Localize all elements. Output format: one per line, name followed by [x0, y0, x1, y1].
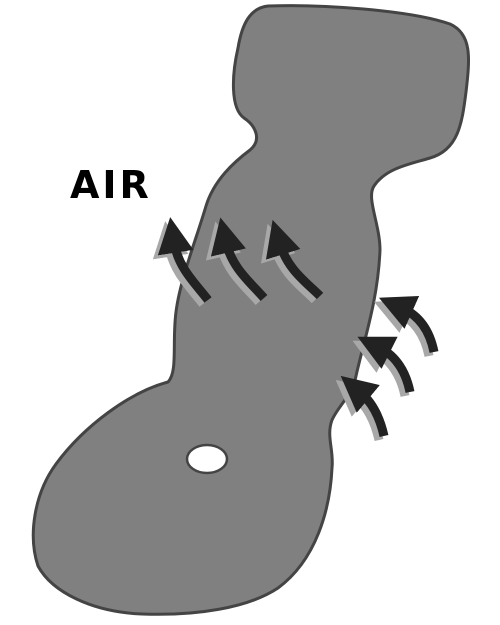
airflow-arrow-icon: [205, 217, 268, 305]
airflow-arrow-icon: [335, 375, 389, 442]
airflow-arrow-icon: [373, 295, 439, 358]
air-label: AIR: [70, 163, 152, 207]
seat-pad-shape: [31, 4, 470, 616]
airflow-arrow-icon: [152, 217, 212, 307]
airflow-arrow-icon: [352, 336, 415, 398]
airflow-arrow-icon: [260, 219, 324, 304]
harness-hole: [185, 443, 229, 475]
airflow-arrows: [152, 217, 439, 442]
